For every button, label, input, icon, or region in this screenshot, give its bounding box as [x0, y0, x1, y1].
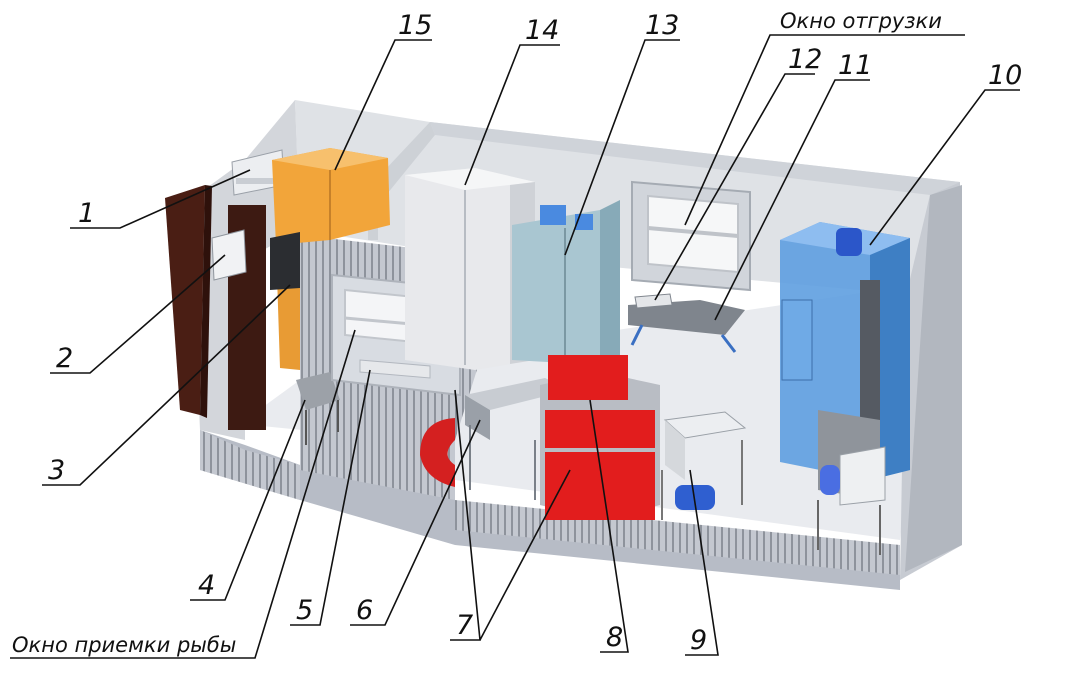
callout-6: 6: [356, 595, 373, 626]
leader-lines: [10, 34, 1020, 659]
back-wall-inner: [430, 122, 960, 195]
black-unit: [270, 232, 300, 290]
caption-shipping-window: Окно отгрузки: [780, 9, 942, 33]
red-curved-panel: [420, 418, 455, 487]
entrance-door: [165, 185, 266, 430]
callout-10: 10: [988, 60, 1022, 91]
callout-14: 14: [525, 15, 559, 46]
caption-fish-intake-window: Окно приемки рыбы: [12, 633, 236, 657]
callout-1: 1: [78, 198, 95, 229]
small-table: [296, 372, 340, 445]
packing-table: [628, 293, 745, 353]
callout-13: 13: [645, 10, 679, 41]
glass-cabinet: [512, 200, 620, 365]
callout-9: 9: [690, 625, 707, 656]
callout-11: 11: [838, 50, 872, 81]
callout-5: 5: [296, 595, 313, 626]
pump-cart: [661, 411, 747, 520]
callout-labels: 1 2 3 4 5 6 7 8 9 10 11 12 13 14 15 Окно…: [12, 9, 1022, 657]
callout-3: 3: [48, 455, 65, 486]
callout-7: 7: [456, 610, 473, 641]
callout-4: 4: [198, 570, 215, 601]
callout-12: 12: [788, 44, 822, 75]
red-crates-rack: [540, 355, 660, 520]
cladding-left: [200, 430, 300, 500]
electrical-panel: [211, 229, 247, 281]
callout-15: 15: [398, 10, 432, 41]
smoker-stand: [817, 410, 886, 555]
partition-wall: [368, 122, 435, 240]
blue-processing-unit: [780, 222, 910, 480]
callout-8: 8: [606, 622, 623, 653]
right-end-wall-face: [905, 185, 962, 572]
callout-2: 2: [56, 343, 73, 374]
